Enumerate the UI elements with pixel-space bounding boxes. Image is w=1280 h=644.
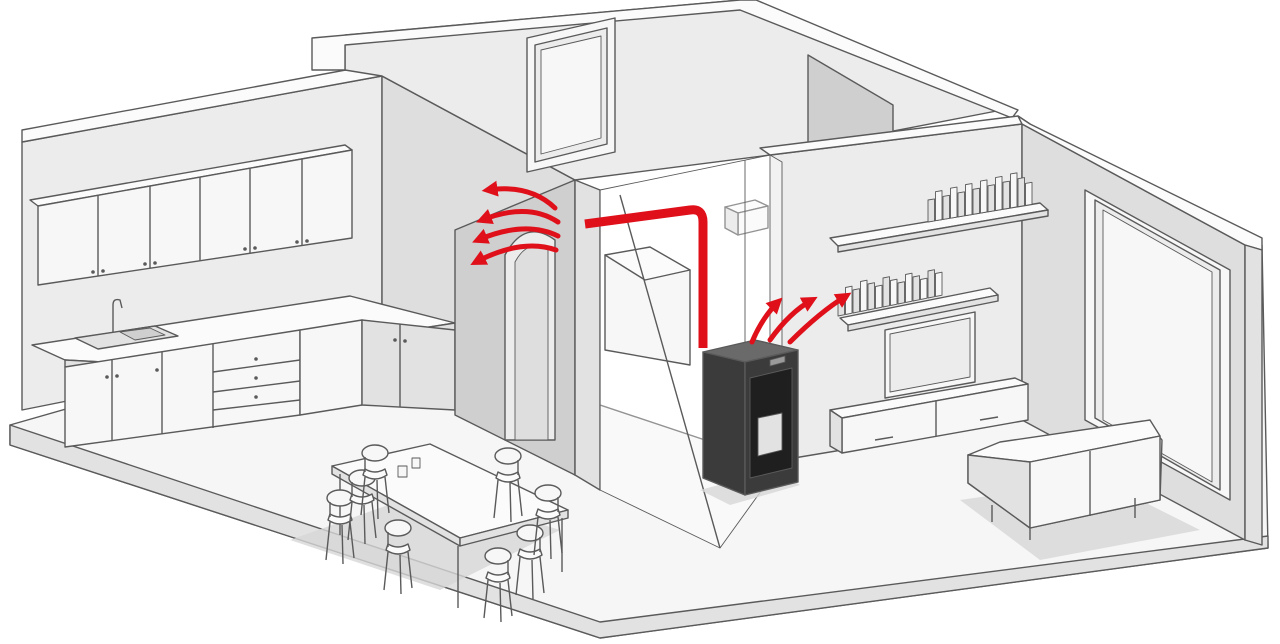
chair [383,519,413,595]
book [995,175,1003,211]
back-window [526,17,616,173]
stove-side [702,351,746,496]
book [1017,177,1025,208]
curved-arrow-icon [472,226,561,244]
curved-arrow-icon [787,292,852,345]
book [920,277,928,300]
book [860,279,868,312]
chair [360,444,390,520]
book [942,194,950,220]
book [845,285,853,315]
book [875,284,883,309]
dining-chairs [325,444,563,623]
book [957,191,965,218]
book [927,269,935,299]
chair [483,547,513,623]
stove-control-panel [769,355,786,367]
heat-flow-kitchen [470,180,561,265]
large-window [1084,189,1231,501]
book [935,271,943,297]
chair [325,489,355,565]
book [867,282,875,311]
book [890,278,898,306]
kitchen-counter [31,295,456,448]
book [912,275,920,302]
book [852,288,860,314]
cups [397,457,421,478]
curved-arrow-icon [476,209,561,225]
book [905,272,913,303]
lower-bookshelf [837,269,999,332]
curved-arrow-icon [767,296,818,343]
book [980,179,988,214]
book [1010,172,1018,209]
upper-bookshelf [829,172,1049,253]
faucet [112,298,123,332]
book [1002,180,1010,210]
living-right-wall-edge [1244,244,1263,546]
back-room-wall-top [311,0,1019,119]
sofa [960,419,1200,560]
kitchen-upper-cabinets [29,144,353,286]
pellet-stove [700,339,800,505]
floor-edge [9,424,1269,639]
tv [884,311,976,406]
book [927,198,935,223]
hot-air-duct [584,205,708,348]
book [1025,181,1033,206]
chair [533,484,563,560]
books-lower [837,269,943,317]
curved-arrow-icon [749,297,783,345]
book [972,187,980,215]
heat-flow-living [749,292,852,345]
curved-arrow-icon [481,180,558,211]
books-upper [927,172,1033,223]
book [965,183,973,217]
book [935,190,943,222]
book [897,281,905,305]
chair [493,447,523,523]
tv-cabinet [829,377,1029,454]
book [987,184,995,213]
book [950,186,958,219]
curved-arrow-icon [470,243,559,265]
book [882,276,890,308]
